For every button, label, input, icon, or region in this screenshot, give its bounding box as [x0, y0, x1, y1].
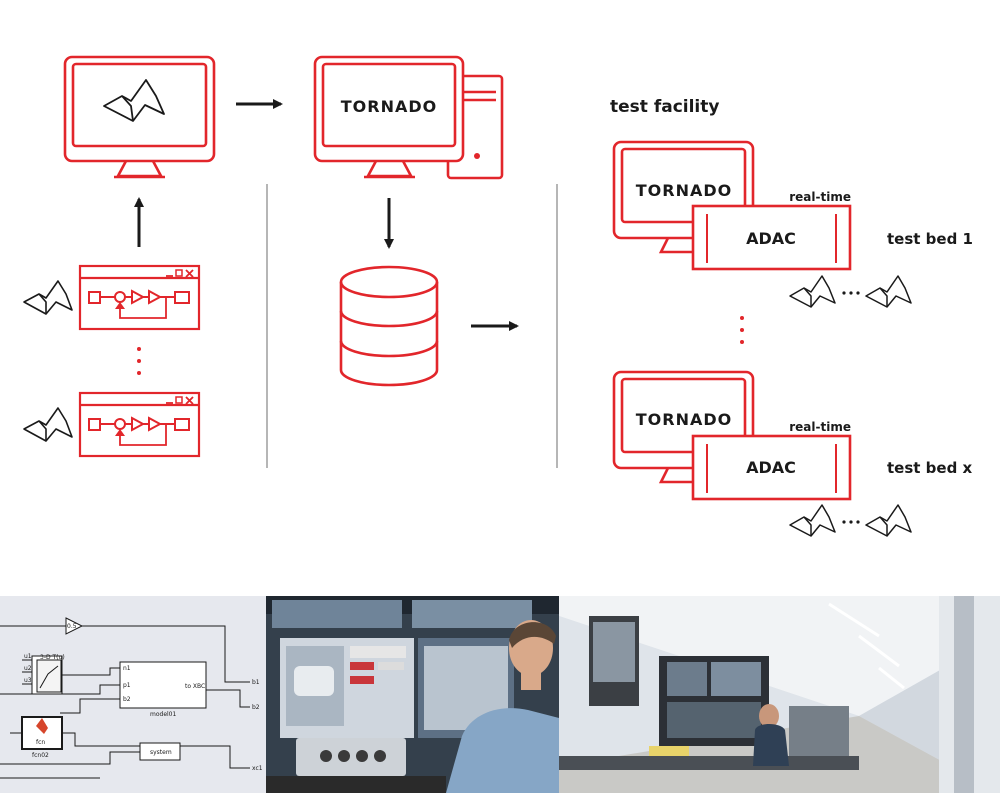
real-time-tag: real-time — [789, 190, 851, 204]
ellipsis-dots — [137, 347, 141, 375]
adac-box — [691, 204, 852, 271]
output-port-label: b1 — [252, 679, 260, 686]
test-facility-lab-image — [559, 596, 1000, 793]
adac-box — [691, 434, 852, 501]
matlab-logo-icon — [23, 407, 73, 442]
tornado-host-monitor-icon — [612, 370, 755, 484]
tornado-host-label: TORNADO — [636, 410, 733, 429]
input-port-label: u2 — [24, 665, 32, 672]
matlab-logo-icon — [789, 275, 912, 308]
database-icon — [339, 265, 439, 387]
matlab-logo-icon — [789, 504, 912, 537]
real-time-tag: real-time — [789, 420, 851, 434]
tornado-pc-icon — [313, 55, 504, 180]
fcn-block-label: fcn — [36, 739, 45, 746]
model-port-label: n1 — [123, 665, 131, 672]
model-port-label: p1 — [123, 682, 131, 689]
lookup-block-label: 3-D T(u) — [40, 654, 65, 661]
adac-label: ADAC — [746, 229, 796, 248]
system-block-label: system — [150, 749, 172, 756]
input-port-label: u3 — [24, 677, 32, 684]
pc-power-dot — [474, 153, 480, 159]
tornado-pc-label: TORNADO — [341, 97, 438, 116]
tornado-host-label: TORNADO — [636, 181, 733, 200]
model-block-name: model01 — [150, 711, 177, 718]
workflow-diagram: TORNADO — [23, 55, 973, 537]
matlab-logo-icon — [103, 79, 165, 122]
test-bed-label: test bed x — [887, 459, 973, 477]
test-bed-label: test bed 1 — [887, 230, 973, 248]
output-port-label: xc1 — [252, 765, 263, 772]
model-output-label: to XBC — [185, 683, 205, 690]
control-station-image — [266, 596, 559, 793]
simulink-window-icon — [78, 391, 201, 458]
gain-block-label: 0.5 — [67, 623, 77, 630]
test-bed-x-group: TORNADO ADAC real-time test bed x — [612, 370, 973, 537]
test-bed-1-group: TORNADO ADAC real-time test bed 1 — [612, 140, 973, 308]
matlab-monitor-icon — [63, 55, 216, 179]
adac-label: ADAC — [746, 458, 796, 477]
output-port-label: b2 — [252, 704, 260, 711]
fcn-block-name: fcn02 — [32, 752, 49, 759]
input-port-label: u1 — [24, 653, 32, 660]
simulink-window-icon — [78, 264, 201, 331]
ellipsis-dots — [842, 520, 860, 524]
test-facility-title: test facility — [610, 97, 719, 117]
model-port-label: b2 — [123, 696, 131, 703]
ellipsis-dots — [842, 291, 860, 295]
ellipsis-dots — [740, 316, 744, 344]
simulink-model-image: 0.5 3-D T(u) u1 u2 u3 n1 p1 b2 to XBC mo… — [0, 596, 266, 793]
matlab-logo-icon — [23, 280, 73, 315]
